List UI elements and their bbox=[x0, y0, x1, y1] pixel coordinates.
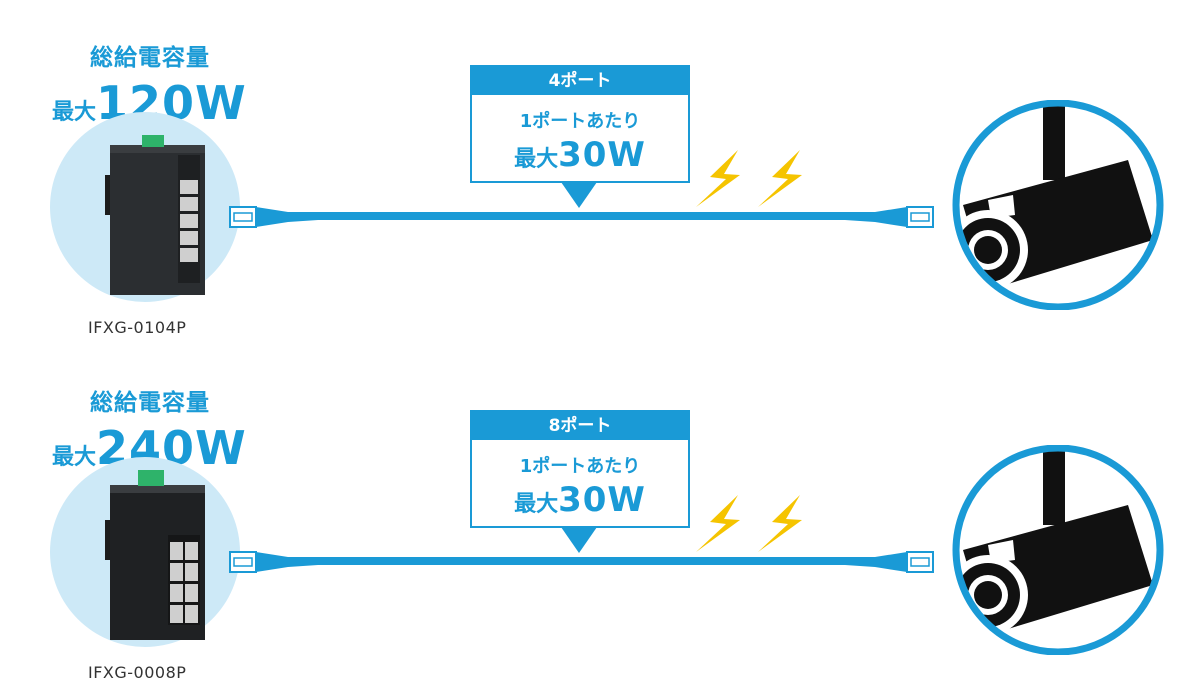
total-power-label: 総給電容量 bbox=[90, 390, 210, 416]
max-prefix: 最大 bbox=[52, 445, 97, 470]
per-port-max: 最大30W bbox=[472, 135, 688, 175]
callout-arrow bbox=[561, 527, 597, 553]
lan-cable bbox=[255, 557, 875, 565]
lightning-bolt-icon bbox=[696, 495, 802, 552]
model-number: IFXG-0008P bbox=[88, 663, 187, 682]
security-camera-icon bbox=[952, 445, 1164, 655]
per-port-label: 1ポートあたり bbox=[519, 456, 641, 477]
poe-row-2: 総給電容量 最大240W IFXG-0008P 8ポート 1ポートあたり 最大3… bbox=[0, 345, 1200, 695]
per-port-label: 1ポートあたり bbox=[519, 111, 641, 132]
model-number: IFXG-0104P bbox=[88, 318, 187, 337]
lan-cable bbox=[255, 212, 875, 220]
poe-switch-icon bbox=[105, 135, 205, 295]
port-count: 4ポート bbox=[472, 67, 688, 95]
max-prefix: 最大 bbox=[514, 147, 559, 172]
poe-row-1: 総給電容量 最大120W IFXG-0104P 4ポート 1ポートあたり 最大3… bbox=[50, 45, 1164, 337]
per-port-max-value: 30W bbox=[558, 480, 646, 520]
total-power-label: 総給電容量 bbox=[90, 45, 210, 71]
per-port-max: 最大30W bbox=[472, 480, 688, 520]
poe-switch-icon bbox=[105, 470, 205, 640]
lan-plug-icon bbox=[845, 551, 934, 573]
lan-plug-icon bbox=[229, 551, 318, 573]
lan-plug-icon bbox=[845, 206, 934, 228]
per-port-callout: 4ポート 1ポートあたり 最大30W bbox=[470, 65, 690, 183]
lightning-bolt-icon bbox=[696, 150, 802, 207]
callout-arrow bbox=[561, 182, 597, 208]
security-camera-icon bbox=[952, 100, 1164, 310]
per-port-callout: 8ポート 1ポートあたり 最大30W bbox=[470, 410, 690, 528]
per-port-max-value: 30W bbox=[558, 135, 646, 175]
max-prefix: 最大 bbox=[52, 100, 97, 125]
max-prefix: 最大 bbox=[514, 492, 559, 517]
lan-plug-icon bbox=[229, 206, 318, 228]
port-count: 8ポート bbox=[472, 412, 688, 440]
